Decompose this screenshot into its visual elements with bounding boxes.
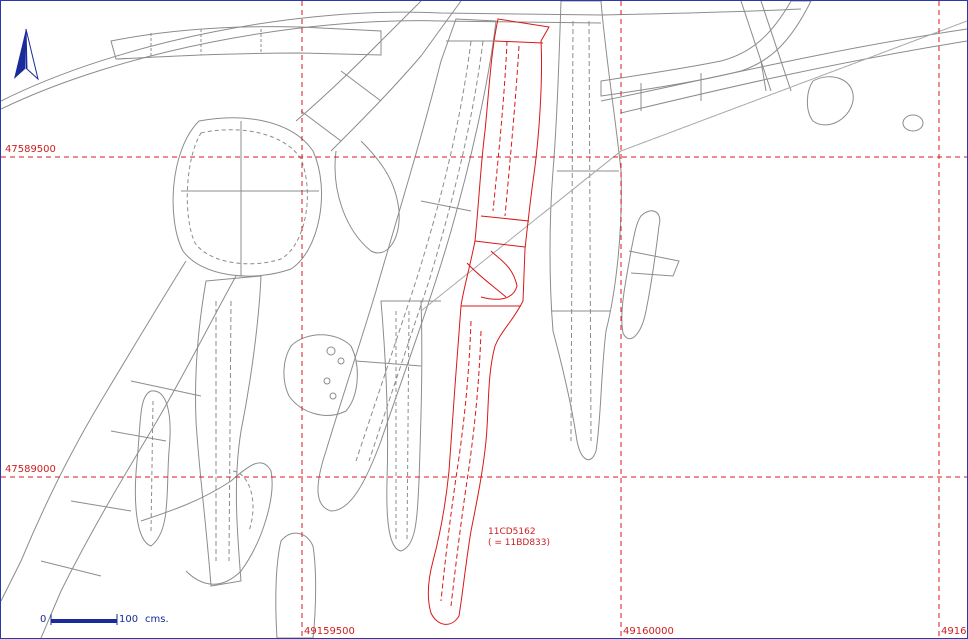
highlighted-log-alias: ( = 11BD833) xyxy=(488,538,551,548)
long-thin-arc xyxy=(1,8,802,102)
scale-bar-icon xyxy=(50,614,118,625)
round-blob-right xyxy=(806,76,854,126)
log-vertical-mid-left xyxy=(195,275,262,587)
scale-unit-label: cms. xyxy=(145,614,169,625)
log-vertical-right xyxy=(549,1,622,461)
log-curved-bottom xyxy=(140,462,273,585)
highlighted-log-id: 11CD5162 xyxy=(488,527,536,537)
highlighted-log[interactable] xyxy=(427,18,550,625)
log-diagonal-left xyxy=(1,260,187,602)
highlighted-log-outline xyxy=(427,18,550,625)
log-short-bottom xyxy=(275,532,317,638)
log-central-left xyxy=(317,18,497,512)
northing-label-2: 47589000 xyxy=(5,464,56,475)
log-small-curve xyxy=(134,390,171,547)
easting-label-3: 4916 xyxy=(941,626,967,637)
scale-start-label: 0 xyxy=(40,614,47,625)
long-thin-arc-right xyxy=(600,28,967,102)
log-top-horizontal xyxy=(110,26,382,60)
easting-label-1: 49159500 xyxy=(304,626,355,637)
log-vertical-center xyxy=(380,300,423,552)
log-curved-branch xyxy=(334,140,400,254)
round-crown xyxy=(172,117,323,277)
north-arrow-icon xyxy=(14,28,39,81)
northing-label-1: 47589500 xyxy=(5,144,56,155)
log-upper-right-branch xyxy=(600,1,812,97)
log-upper-diagonal xyxy=(295,1,422,122)
easting-label-2: 49160000 xyxy=(623,626,674,637)
round-blob-mid xyxy=(283,334,358,416)
scale-end-label: 100 xyxy=(119,614,139,625)
